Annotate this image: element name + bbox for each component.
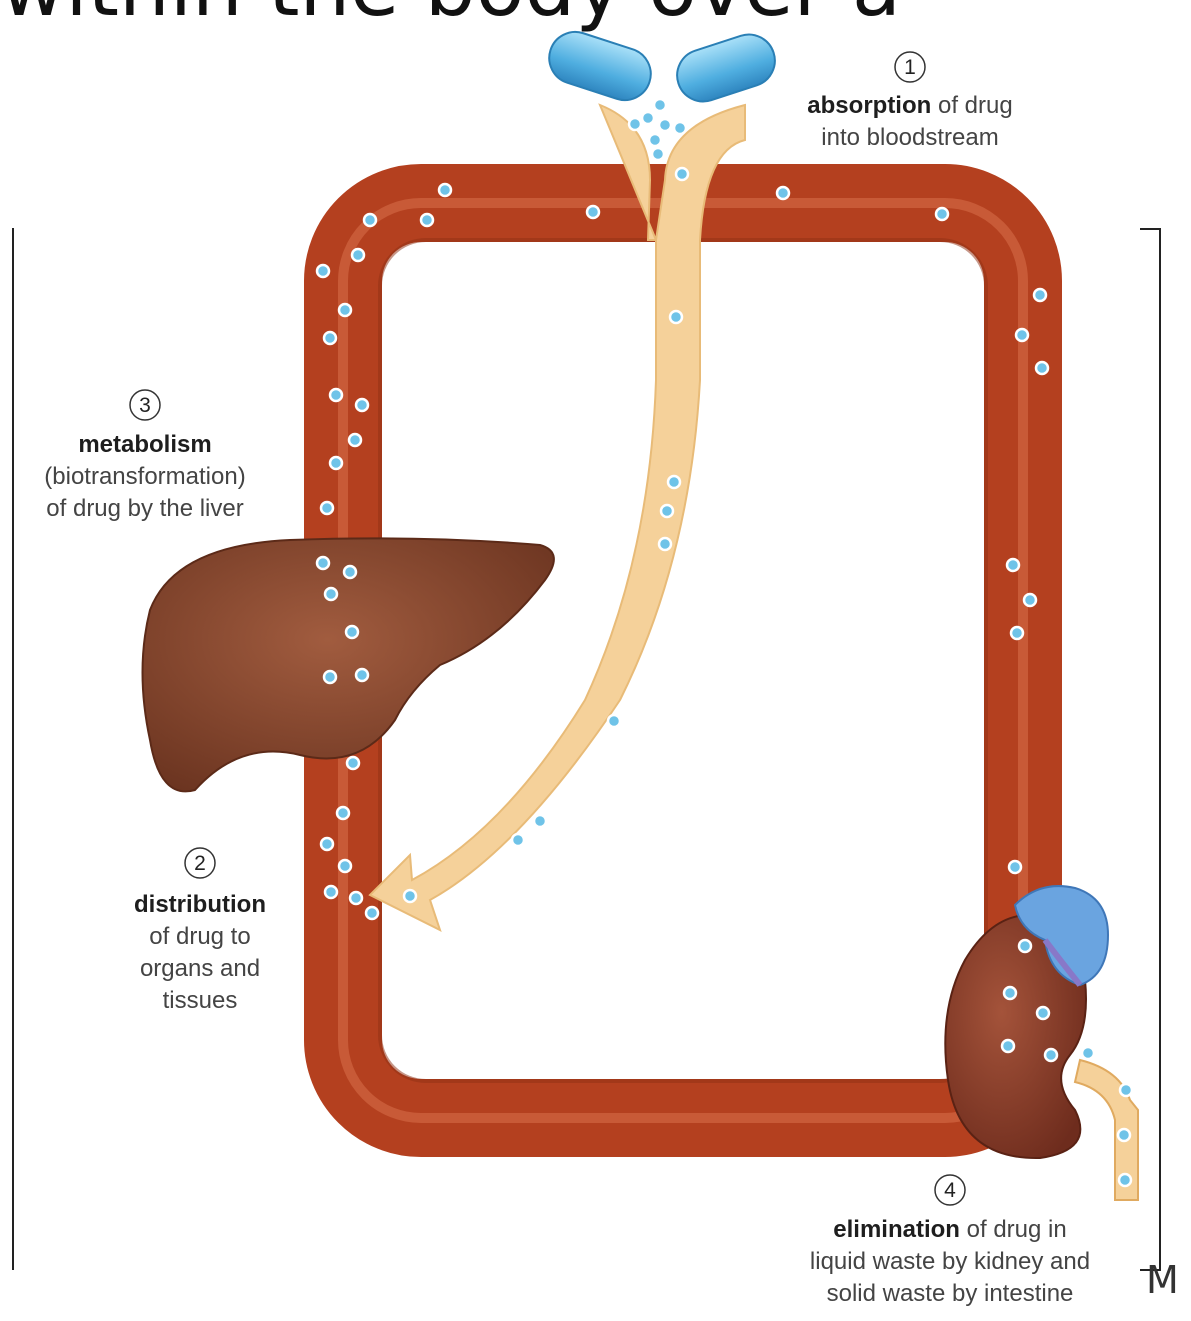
step-4-elimination-label: 4 elimination of drug in liquid waste by…: [810, 1174, 1090, 1307]
step-4-number: 4: [944, 1179, 956, 1202]
svg-text:elimination of drug in: elimination of drug in: [833, 1216, 1066, 1243]
step-4-line-2: solid waste by intestine: [827, 1280, 1074, 1307]
step-1-absorption-label: 1 absorption of drug into bloodstream: [807, 51, 1013, 151]
step-3-title: metabolism: [78, 431, 211, 458]
liver-icon: [141, 537, 555, 793]
right-bracket: [1140, 228, 1161, 1271]
step-3-line-1: (biotransformation): [44, 463, 245, 490]
step-3-number: 3: [139, 394, 151, 417]
step-1-line-1: into bloodstream: [821, 124, 998, 151]
capsule-icon: [548, 30, 776, 103]
step-2-line-2: organs and: [140, 955, 260, 982]
step-2-distribution-label: 2 distribution of drug to organs and tis…: [134, 847, 266, 1014]
step-2-number: 2: [194, 852, 206, 875]
trademark-text: M: [1146, 1258, 1179, 1302]
step-2-line-3: tissues: [163, 987, 238, 1014]
step-4-text: of drug in: [960, 1216, 1067, 1243]
step-1-text: of drug: [931, 92, 1012, 119]
svg-text:absorption of drug: absorption of drug: [807, 92, 1012, 119]
step-3-metabolism-label: 3 metabolism (biotransformation) of drug…: [44, 389, 246, 522]
step-1-number: 1: [904, 56, 916, 79]
step-2-title: distribution: [134, 891, 266, 918]
step-4-line-1: liquid waste by kidney and: [810, 1248, 1090, 1275]
step-1-title: absorption: [807, 92, 931, 119]
drug-molecules: [315, 97, 1134, 1188]
slide-title: within the body over a: [0, 0, 901, 28]
step-3-line-2: of drug by the liver: [46, 495, 243, 522]
step-2-line-1: of drug to: [149, 923, 250, 950]
step-4-title: elimination: [833, 1216, 960, 1243]
